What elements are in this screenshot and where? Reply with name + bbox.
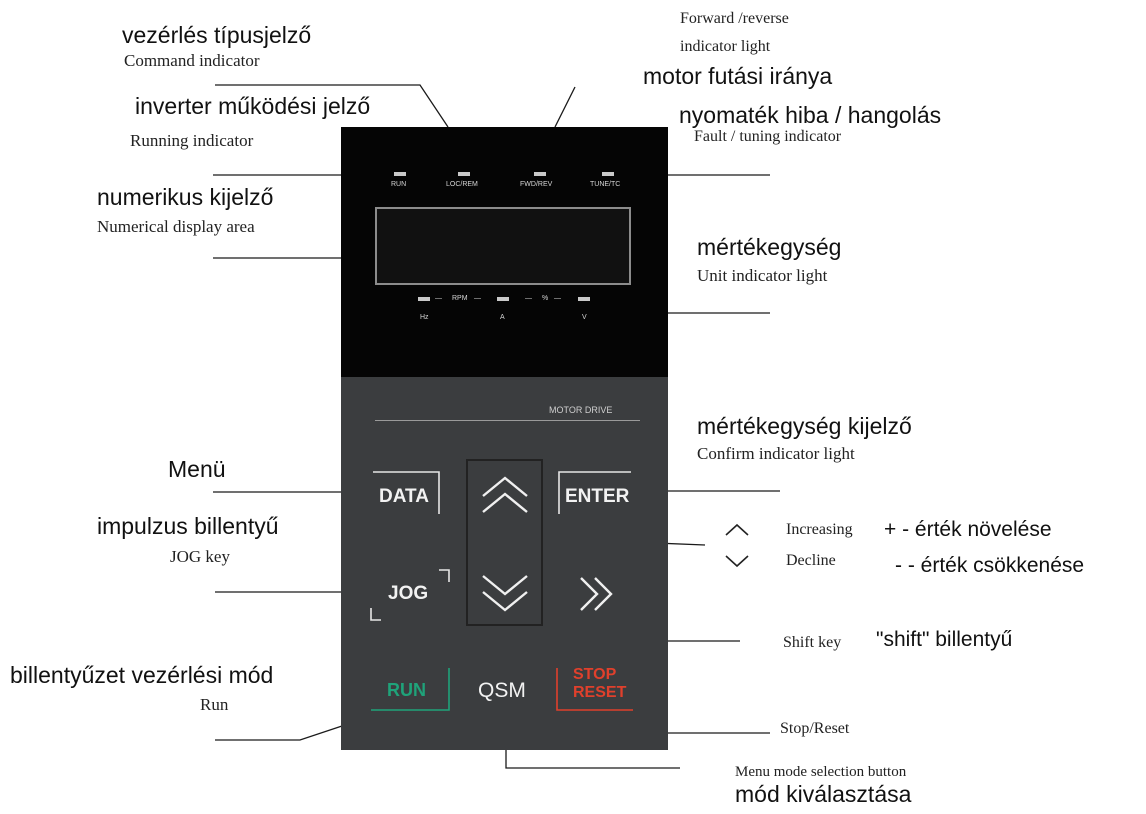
rpm-bracket-right: — bbox=[474, 295, 481, 302]
enter-key-bracket bbox=[558, 471, 631, 514]
fwdrev-label-en-1: Forward /reverse bbox=[680, 10, 789, 27]
decline-label-en: Decline bbox=[786, 552, 836, 569]
double-chevron-down-icon[interactable] bbox=[477, 570, 533, 614]
command-label-hu: vezérlés típusjelző bbox=[122, 22, 312, 48]
qsm-key[interactable]: QSM bbox=[478, 679, 526, 702]
run-label-en: Run bbox=[200, 695, 229, 714]
leader-command bbox=[215, 84, 449, 128]
stop-key-bracket bbox=[556, 668, 633, 711]
key-brackets bbox=[370, 471, 633, 711]
pct-bracket-right: — bbox=[554, 295, 561, 302]
run-led bbox=[394, 172, 406, 176]
data-key[interactable]: DATA bbox=[379, 486, 429, 507]
tune-tc-led bbox=[602, 172, 614, 176]
display-label-en: Numerical display area bbox=[97, 217, 255, 236]
shift-label-en: Shift key bbox=[783, 634, 842, 651]
stop-label-en: Stop/Reset bbox=[780, 720, 850, 737]
jog-key-bracket-tr bbox=[439, 569, 450, 582]
jog-label-en: JOG key bbox=[170, 547, 230, 566]
run-key[interactable]: RUN bbox=[387, 680, 426, 700]
display-label-hu: numerikus kijelző bbox=[97, 184, 274, 210]
led-label-run: RUN bbox=[391, 181, 407, 188]
data-key-bracket bbox=[373, 471, 440, 514]
increasing-label-hu: + - érték növelése bbox=[884, 518, 1052, 541]
command-label-en: Command indicator bbox=[124, 51, 260, 70]
pct-bracket-left: — bbox=[525, 295, 532, 302]
up-down-key-frame bbox=[466, 459, 543, 626]
double-chevron-right-icon[interactable] bbox=[575, 572, 619, 616]
run-key-bracket bbox=[371, 668, 450, 711]
increasing-label-en: Increasing bbox=[786, 521, 853, 538]
led-label-loc-rem: LOC/REM bbox=[446, 181, 478, 188]
unit-label-pct: % bbox=[542, 295, 549, 302]
decline-label-hu: - - érték csökkenése bbox=[895, 554, 1085, 577]
leader-run bbox=[215, 719, 361, 741]
fwdrev-label-en-2: indicator light bbox=[680, 38, 771, 55]
double-chevron-up-icon[interactable] bbox=[477, 474, 533, 518]
unit-label-hz: Hz bbox=[420, 314, 429, 321]
unit-label-rpm: RPM bbox=[452, 295, 468, 302]
fwd-rev-led bbox=[534, 172, 546, 176]
increase-decrease-legend-icons bbox=[725, 523, 749, 568]
v-led bbox=[578, 297, 590, 301]
unit-label-a: A bbox=[500, 314, 505, 321]
leader-fwdrev bbox=[554, 86, 576, 128]
chevron-up-icon bbox=[725, 523, 749, 536]
numeric-display bbox=[375, 207, 631, 285]
brand-divider bbox=[375, 420, 640, 421]
fault-label-en: Fault / tuning indicator bbox=[694, 128, 842, 145]
stop-key-line: STOP bbox=[573, 666, 617, 683]
a-led bbox=[497, 297, 509, 301]
unit-label-hu: mértékegység bbox=[697, 234, 842, 260]
fault-label-hu: nyomaték hiba / hangolás bbox=[679, 102, 942, 128]
chevron-down-icon bbox=[725, 555, 749, 568]
mode-label-hu: mód kiválasztása bbox=[735, 781, 912, 807]
loc-rem-led bbox=[458, 172, 470, 176]
confirm-label-hu: mértékegység kijelző bbox=[697, 413, 912, 439]
jog-key[interactable]: JOG bbox=[388, 583, 429, 604]
confirm-label-en: Confirm indicator light bbox=[697, 444, 855, 463]
reset-key-line: RESET bbox=[573, 684, 627, 701]
running-label-hu: inverter működési jelző bbox=[135, 93, 371, 119]
shift-label-hu: "shift" billentyű bbox=[876, 628, 1013, 651]
led-label-tune-tc: TUNE/TC bbox=[590, 181, 621, 188]
brand-label: MOTOR DRIVE bbox=[549, 405, 613, 415]
keyboard-mode-label-hu: billentyűzet vezérlési mód bbox=[10, 662, 274, 688]
led-label-fwd-rev: FWD/REV bbox=[520, 181, 553, 188]
mode-label-en: Menu mode selection button bbox=[735, 764, 907, 780]
menu-label-hu: Menü bbox=[168, 456, 226, 482]
fwdrev-label-hu: motor futási iránya bbox=[643, 63, 833, 89]
enter-key[interactable]: ENTER bbox=[565, 486, 630, 507]
stop-reset-key[interactable]: STOP RESET bbox=[573, 666, 626, 702]
running-label-en: Running indicator bbox=[130, 131, 254, 150]
rpm-bracket-left: — bbox=[435, 295, 442, 302]
jog-key-bracket-bl bbox=[370, 608, 381, 621]
unit-label-en: Unit indicator light bbox=[697, 266, 828, 285]
unit-label-v: V bbox=[582, 314, 587, 321]
hz-led bbox=[418, 297, 430, 301]
jog-label-hu: impulzus billentyű bbox=[97, 513, 279, 539]
